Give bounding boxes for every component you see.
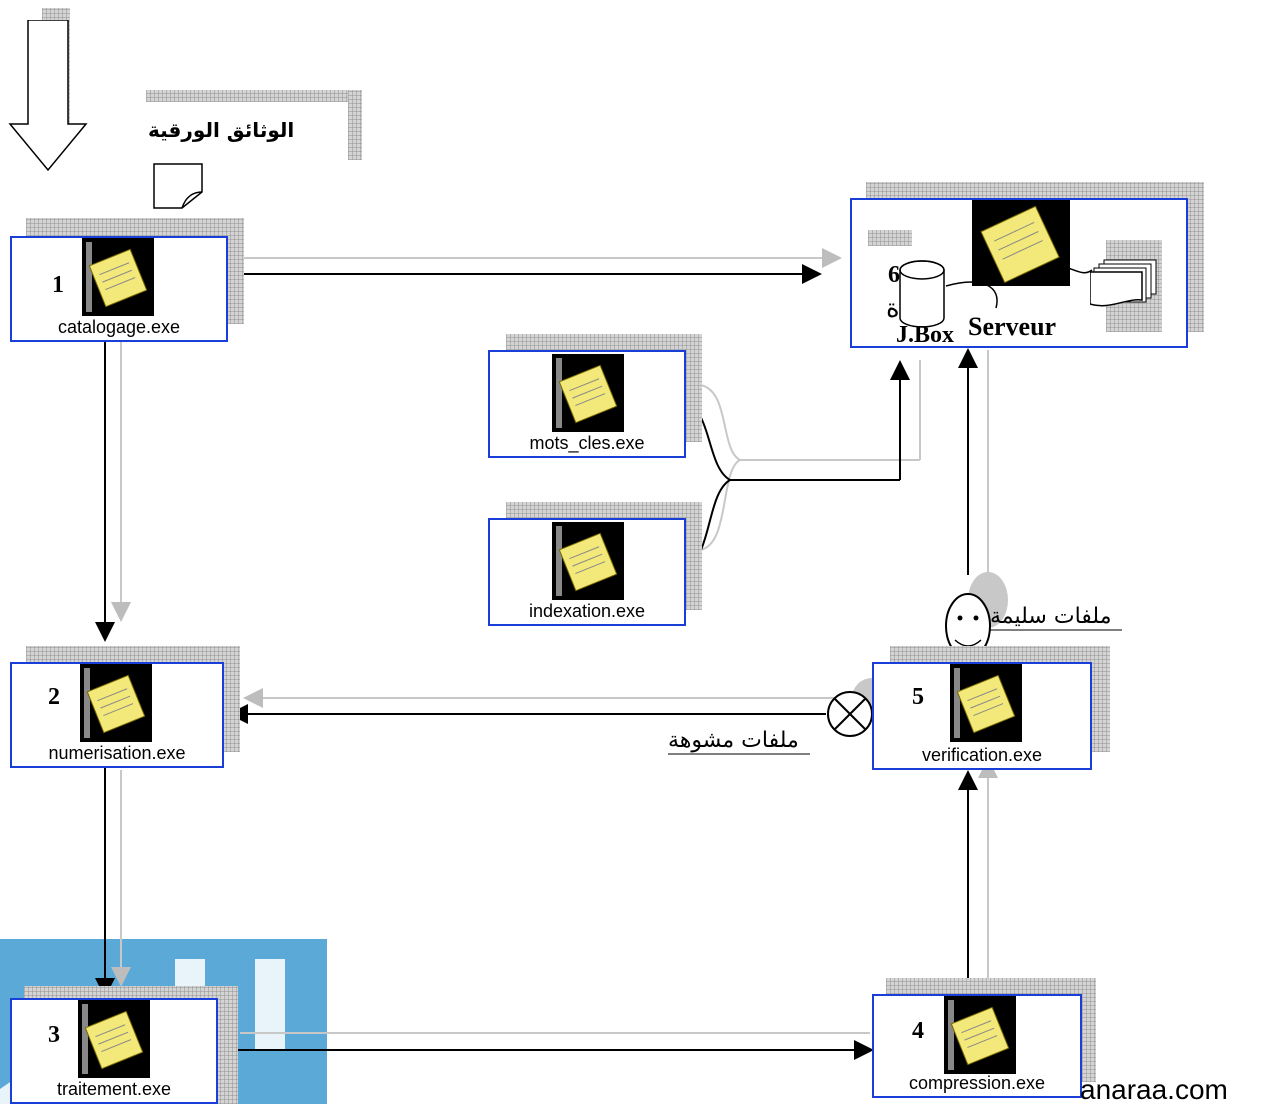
server-inner-shadow [868,230,912,246]
serveur-label: Serveur [968,312,1057,341]
step-number: 3 [48,1022,60,1048]
node-catalogage[interactable]: 1 catalogage.exe [10,236,228,342]
node-numerisation[interactable]: 2 numerisation.exe [10,662,224,768]
file-name: traitement.exe [56,1079,172,1099]
node-server[interactable]: 6 ة J.Box Serveur [850,198,1188,348]
node-mots-cles[interactable]: mots_cles.exe [488,350,686,458]
document-icon [153,163,203,209]
program-icon [950,664,1022,742]
smiley-face [945,572,1008,659]
paper-documents-label: الوثائق الورقية [148,118,295,142]
file-name: numerisation.exe [48,743,186,763]
program-icon [944,996,1016,1074]
node-traitement[interactable]: 3 traitement.exe [10,998,218,1104]
program-icon [78,1000,150,1078]
node-compression[interactable]: 4 compression.exe [872,994,1082,1098]
node-indexation[interactable]: indexation.exe [488,518,686,626]
file-name: verification.exe [921,745,1043,765]
file-name: mots_cles.exe [529,433,645,453]
server-program-icon [972,200,1070,286]
label-shadow-right [348,90,362,160]
documents-stack-icon [1090,259,1157,307]
program-icon [80,664,152,742]
file-name: catalogage.exe [57,317,181,337]
step-number: 1 [52,272,64,298]
node-verification[interactable]: 5 verification.exe [872,662,1092,770]
database-icon [899,260,945,328]
arabic-fragment: ة [886,294,900,324]
label-shadow-top [146,90,362,102]
file-name: compression.exe [908,1073,1046,1093]
program-icon [552,354,624,432]
step-number: 6 [888,262,900,288]
corrupted-files-label: ملفات مشوهة [668,728,799,753]
big-down-arrow [8,20,88,172]
jbox-label: J.Box [896,322,955,348]
step-number: 5 [912,684,924,710]
file-name: indexation.exe [528,601,646,621]
program-icon [552,522,624,600]
valid-files-label: ملفات سليمة [990,604,1112,629]
watermark-text: anaraa.com [1080,1074,1228,1105]
program-icon [82,238,154,316]
step-number: 4 [912,1018,924,1044]
step-number: 2 [48,684,60,710]
